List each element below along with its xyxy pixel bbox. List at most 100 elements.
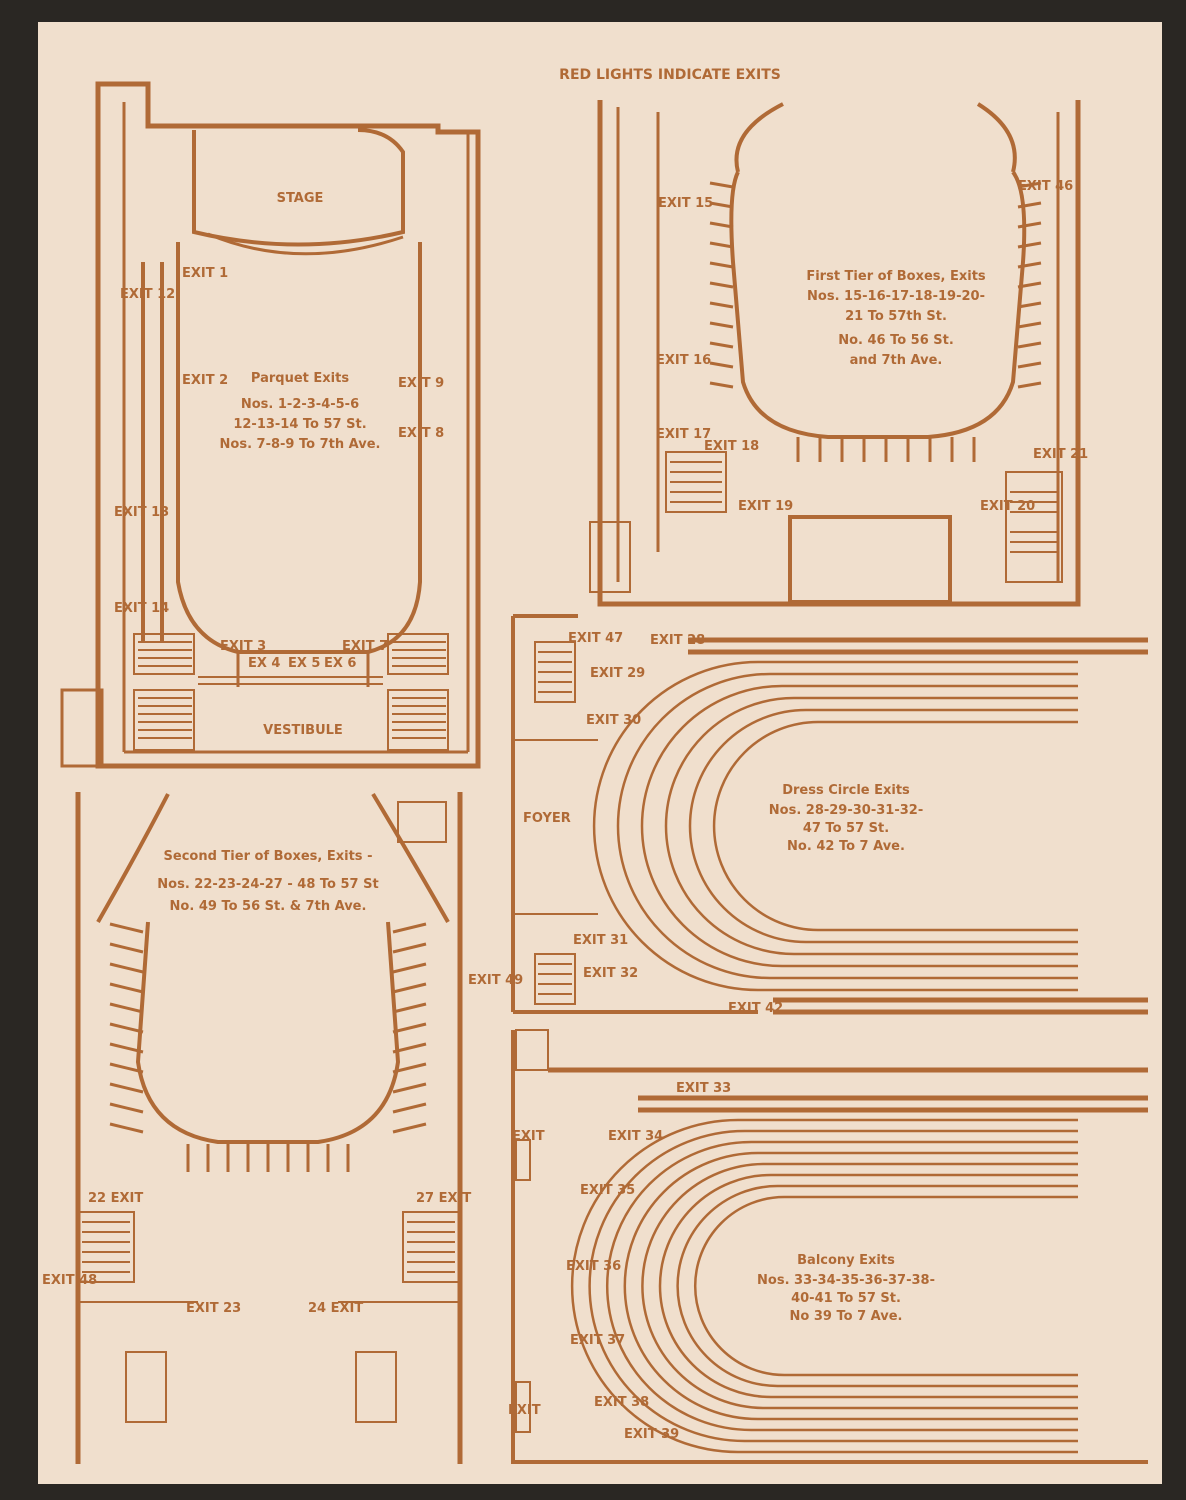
exit-label: EXIT 3 xyxy=(220,639,266,654)
exit-label: EXIT 7 xyxy=(342,639,388,654)
parquet-line-3: Nos. 7-8-9 To 7th Ave. xyxy=(220,437,381,452)
box-divider xyxy=(392,1062,427,1074)
program-page: RED LIGHTS INDICATE EXITS STAGE VESTIBUL… xyxy=(38,22,1162,1484)
balcony-line-2: 40-41 To 57 St. xyxy=(791,1291,901,1306)
box-divider xyxy=(709,281,734,289)
box-divider xyxy=(1017,241,1042,249)
box-divider xyxy=(709,181,734,189)
parquet-line-1: Nos. 1-2-3-4-5-6 xyxy=(241,397,359,412)
exit-label: EXIT 35 xyxy=(580,1183,635,1198)
box-divider xyxy=(109,1022,144,1034)
box-divider xyxy=(109,1002,144,1014)
exit-label: EXIT 47 xyxy=(568,631,623,646)
first-tier-plan: First Tier of Boxes, Exits Nos. 15-16-17… xyxy=(589,100,1088,607)
exit-label: 22 EXIT xyxy=(88,1191,143,1206)
exit-label: EXIT 13 xyxy=(114,505,169,520)
seating-row xyxy=(641,1162,1078,1410)
seating-row xyxy=(605,1140,1078,1432)
exit-label: EXIT 33 xyxy=(676,1081,731,1096)
exit-label: EXIT xyxy=(508,1403,541,1418)
exit-label: EXIT 9 xyxy=(398,376,444,391)
exit-label: EXIT 1 xyxy=(182,266,228,281)
dress-circle-title: Dress Circle Exits xyxy=(782,783,910,798)
foyer-label: FOYER xyxy=(523,811,571,826)
dress-circle-line-3: No. 42 To 7 Ave. xyxy=(787,839,905,854)
exit-label: EXIT 8 xyxy=(398,426,444,441)
exit-label: EXIT 14 xyxy=(114,601,169,616)
first-tier-title: First Tier of Boxes, Exits xyxy=(806,269,986,284)
exit-label: EXIT 29 xyxy=(590,666,645,681)
seating-row xyxy=(664,696,1078,956)
dress-circle-exit-labels: EXIT 47 EXIT 28 EXIT 29 EXIT 30 EXIT 31 … xyxy=(568,631,783,1016)
box-divider xyxy=(392,1122,427,1134)
exit-label: EXIT 38 xyxy=(594,1395,649,1410)
box-divider xyxy=(1017,341,1042,349)
box-divider xyxy=(109,1062,144,1074)
seating-row xyxy=(688,708,1078,944)
seating-row xyxy=(623,1151,1078,1421)
second-tier-line-2: No. 49 To 56 St. & 7th Ave. xyxy=(170,899,367,914)
first-tier-line-1: Nos. 15-16-17-18-19-20- xyxy=(807,289,985,304)
exit-label: EXIT 18 xyxy=(704,439,759,454)
exit-label: EXIT 23 xyxy=(186,1301,241,1316)
exit-label: EXIT 31 xyxy=(573,933,628,948)
seating-row xyxy=(588,1129,1078,1443)
exit-label: EXIT 46 xyxy=(1018,179,1073,194)
box-divider xyxy=(109,982,144,994)
seating-row xyxy=(616,672,1078,980)
exit-label: EXIT 49 xyxy=(468,973,523,988)
box-divider xyxy=(392,1002,427,1014)
box-divider xyxy=(709,201,734,209)
box-divider xyxy=(392,982,427,994)
exit-label: EXIT 34 xyxy=(608,1129,663,1144)
balcony-title: Balcony Exits xyxy=(797,1253,895,1268)
box-divider xyxy=(392,1042,427,1054)
exit-label: 27 EXIT xyxy=(416,1191,471,1206)
exit-label: EXIT 2 xyxy=(182,373,228,388)
box-divider xyxy=(709,261,734,269)
box-divider xyxy=(709,381,734,389)
parquet-title: Parquet Exits xyxy=(251,371,349,386)
first-tier-line-4: and 7th Ave. xyxy=(850,353,943,368)
dress-circle-line-1: Nos. 28-29-30-31-32- xyxy=(769,803,923,818)
seating-row xyxy=(592,660,1078,992)
second-tier-line-1: Nos. 22-23-24-27 - 48 To 57 St xyxy=(157,877,378,892)
box-divider xyxy=(1017,361,1042,369)
dress-circle-plan: FOYER Dress Circle Exits Nos. 28-29-30-3… xyxy=(511,614,1148,1016)
seating-row xyxy=(693,1195,1078,1377)
box-divider xyxy=(1017,301,1042,309)
box-divider xyxy=(109,1102,144,1114)
first-tier-line-3: No. 46 To 56 St. xyxy=(838,333,954,348)
seating-row xyxy=(570,1118,1078,1454)
exit-label: EXIT 12 xyxy=(120,287,175,302)
parquet-exit-labels: EXIT 1 EXIT 2 EXIT 3 EX 4 EX 5 EX 6 EXIT… xyxy=(114,266,444,671)
box-divider xyxy=(709,221,734,229)
second-tier-title: Second Tier of Boxes, Exits - xyxy=(164,849,373,864)
dress-circle-line-2: 47 To 57 St. xyxy=(803,821,889,836)
box-divider xyxy=(709,341,734,349)
exit-label: EXIT 17 xyxy=(656,427,711,442)
exit-label: EXIT 19 xyxy=(738,499,793,514)
balcony-plan: Balcony Exits Nos. 33-34-35-36-37-38- 40… xyxy=(508,1029,1148,1464)
box-divider xyxy=(1017,381,1042,389)
exit-label: EXIT 21 xyxy=(1033,447,1088,462)
box-divider xyxy=(1017,221,1042,229)
exit-label: EXIT 36 xyxy=(566,1259,621,1274)
exit-label: EXIT 48 xyxy=(42,1273,97,1288)
box-divider xyxy=(392,1082,427,1094)
exit-label: EXIT 28 xyxy=(650,633,705,648)
exit-label: EX 4 xyxy=(248,656,280,671)
box-divider xyxy=(392,962,427,974)
exit-label: EXIT 42 xyxy=(728,1001,783,1016)
exit-label: EX 5 xyxy=(288,656,320,671)
exit-label: EXIT 20 xyxy=(980,499,1035,514)
exit-label: EXIT xyxy=(512,1129,545,1144)
vestibule-label: VESTIBULE xyxy=(263,723,343,738)
box-divider xyxy=(709,321,734,329)
balcony-exit-labels: EXIT 33 EXIT EXIT 34 EXIT 35 EXIT 36 EXI… xyxy=(508,1081,731,1442)
box-divider xyxy=(1017,281,1042,289)
box-divider xyxy=(109,922,144,934)
box-divider xyxy=(392,1022,427,1034)
box-divider xyxy=(709,301,734,309)
balcony-line-1: Nos. 33-34-35-36-37-38- xyxy=(757,1273,935,1288)
